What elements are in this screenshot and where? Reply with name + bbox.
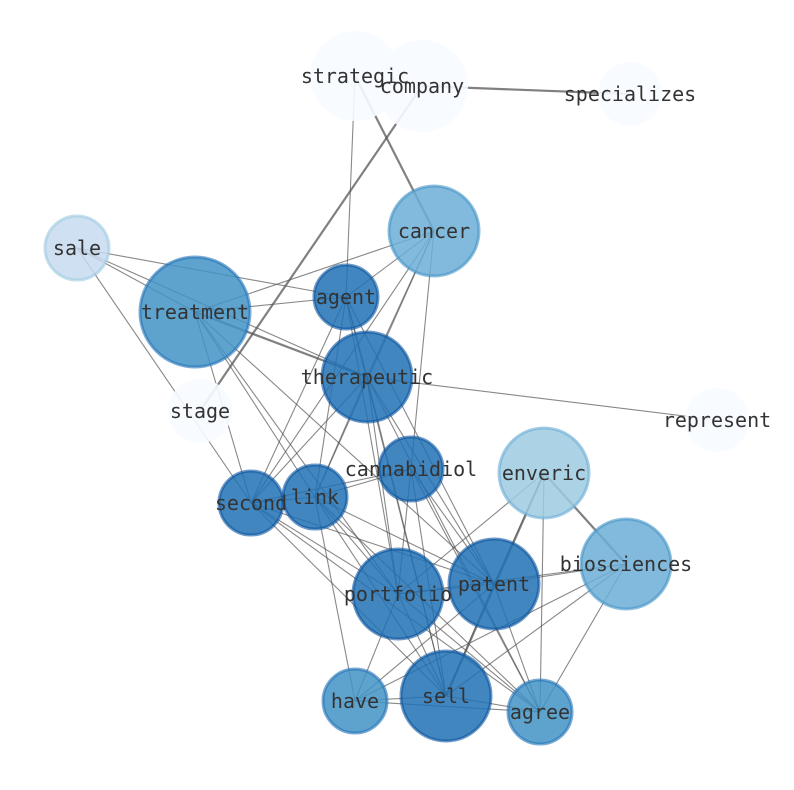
node-biosciences (579, 517, 673, 611)
node-label-therapeutic: therapeutic (301, 365, 433, 389)
node-stage (168, 379, 232, 443)
node-label-represent: represent (663, 408, 771, 432)
node-company (376, 40, 468, 132)
node-label-have: have (331, 689, 379, 713)
node-therapeutic (320, 330, 414, 424)
edge-sale-second (76, 247, 252, 504)
node-label-patent: patent (458, 572, 530, 596)
node-label-enveric: enveric (502, 461, 586, 485)
node-agree (506, 678, 574, 746)
edge-therapeutic-represent (366, 376, 718, 421)
edge-therapeutic-sell (366, 376, 447, 697)
node-label-sell: sell (422, 684, 470, 708)
node-cannabidiol (377, 435, 445, 503)
node-label-sale: sale (53, 236, 101, 260)
node-label-specializes: specializes (564, 82, 696, 106)
edge-biosciences-have (354, 563, 627, 702)
node-label-biosciences: biosciences (560, 552, 692, 576)
node-represent (685, 388, 749, 452)
node-label-link: link (291, 485, 339, 509)
node-have (321, 667, 389, 735)
node-label-strategic: strategic (301, 64, 409, 88)
node-portfolio (351, 547, 445, 641)
node-sale (43, 214, 111, 282)
edge-treatment-patent (194, 311, 495, 585)
edge-company-stage (199, 85, 423, 412)
node-cancer (387, 184, 481, 278)
node-enveric (497, 426, 591, 520)
node-label-stage: stage (170, 399, 230, 423)
node-label-agent: agent (316, 285, 376, 309)
node-link (281, 463, 349, 531)
node-label-treatment: treatment (141, 300, 249, 324)
node-agent (312, 263, 380, 331)
node-specializes (598, 62, 662, 126)
node-patent (447, 537, 541, 631)
node-label-portfolio: portfolio (344, 582, 452, 606)
edge-agent-second (250, 296, 347, 504)
edge-therapeutic-agree (366, 376, 541, 713)
edge-link-have (314, 496, 356, 702)
node-label-second: second (215, 491, 287, 515)
node-label-company: company (380, 74, 464, 98)
node-label-agree: agree (510, 700, 570, 724)
node-strategic (310, 31, 400, 121)
node-label-cannabidiol: cannabidiol (345, 457, 477, 481)
node-layer (43, 31, 749, 746)
node-sell (399, 649, 493, 743)
node-label-cancer: cancer (398, 219, 470, 243)
node-treatment (138, 255, 252, 369)
